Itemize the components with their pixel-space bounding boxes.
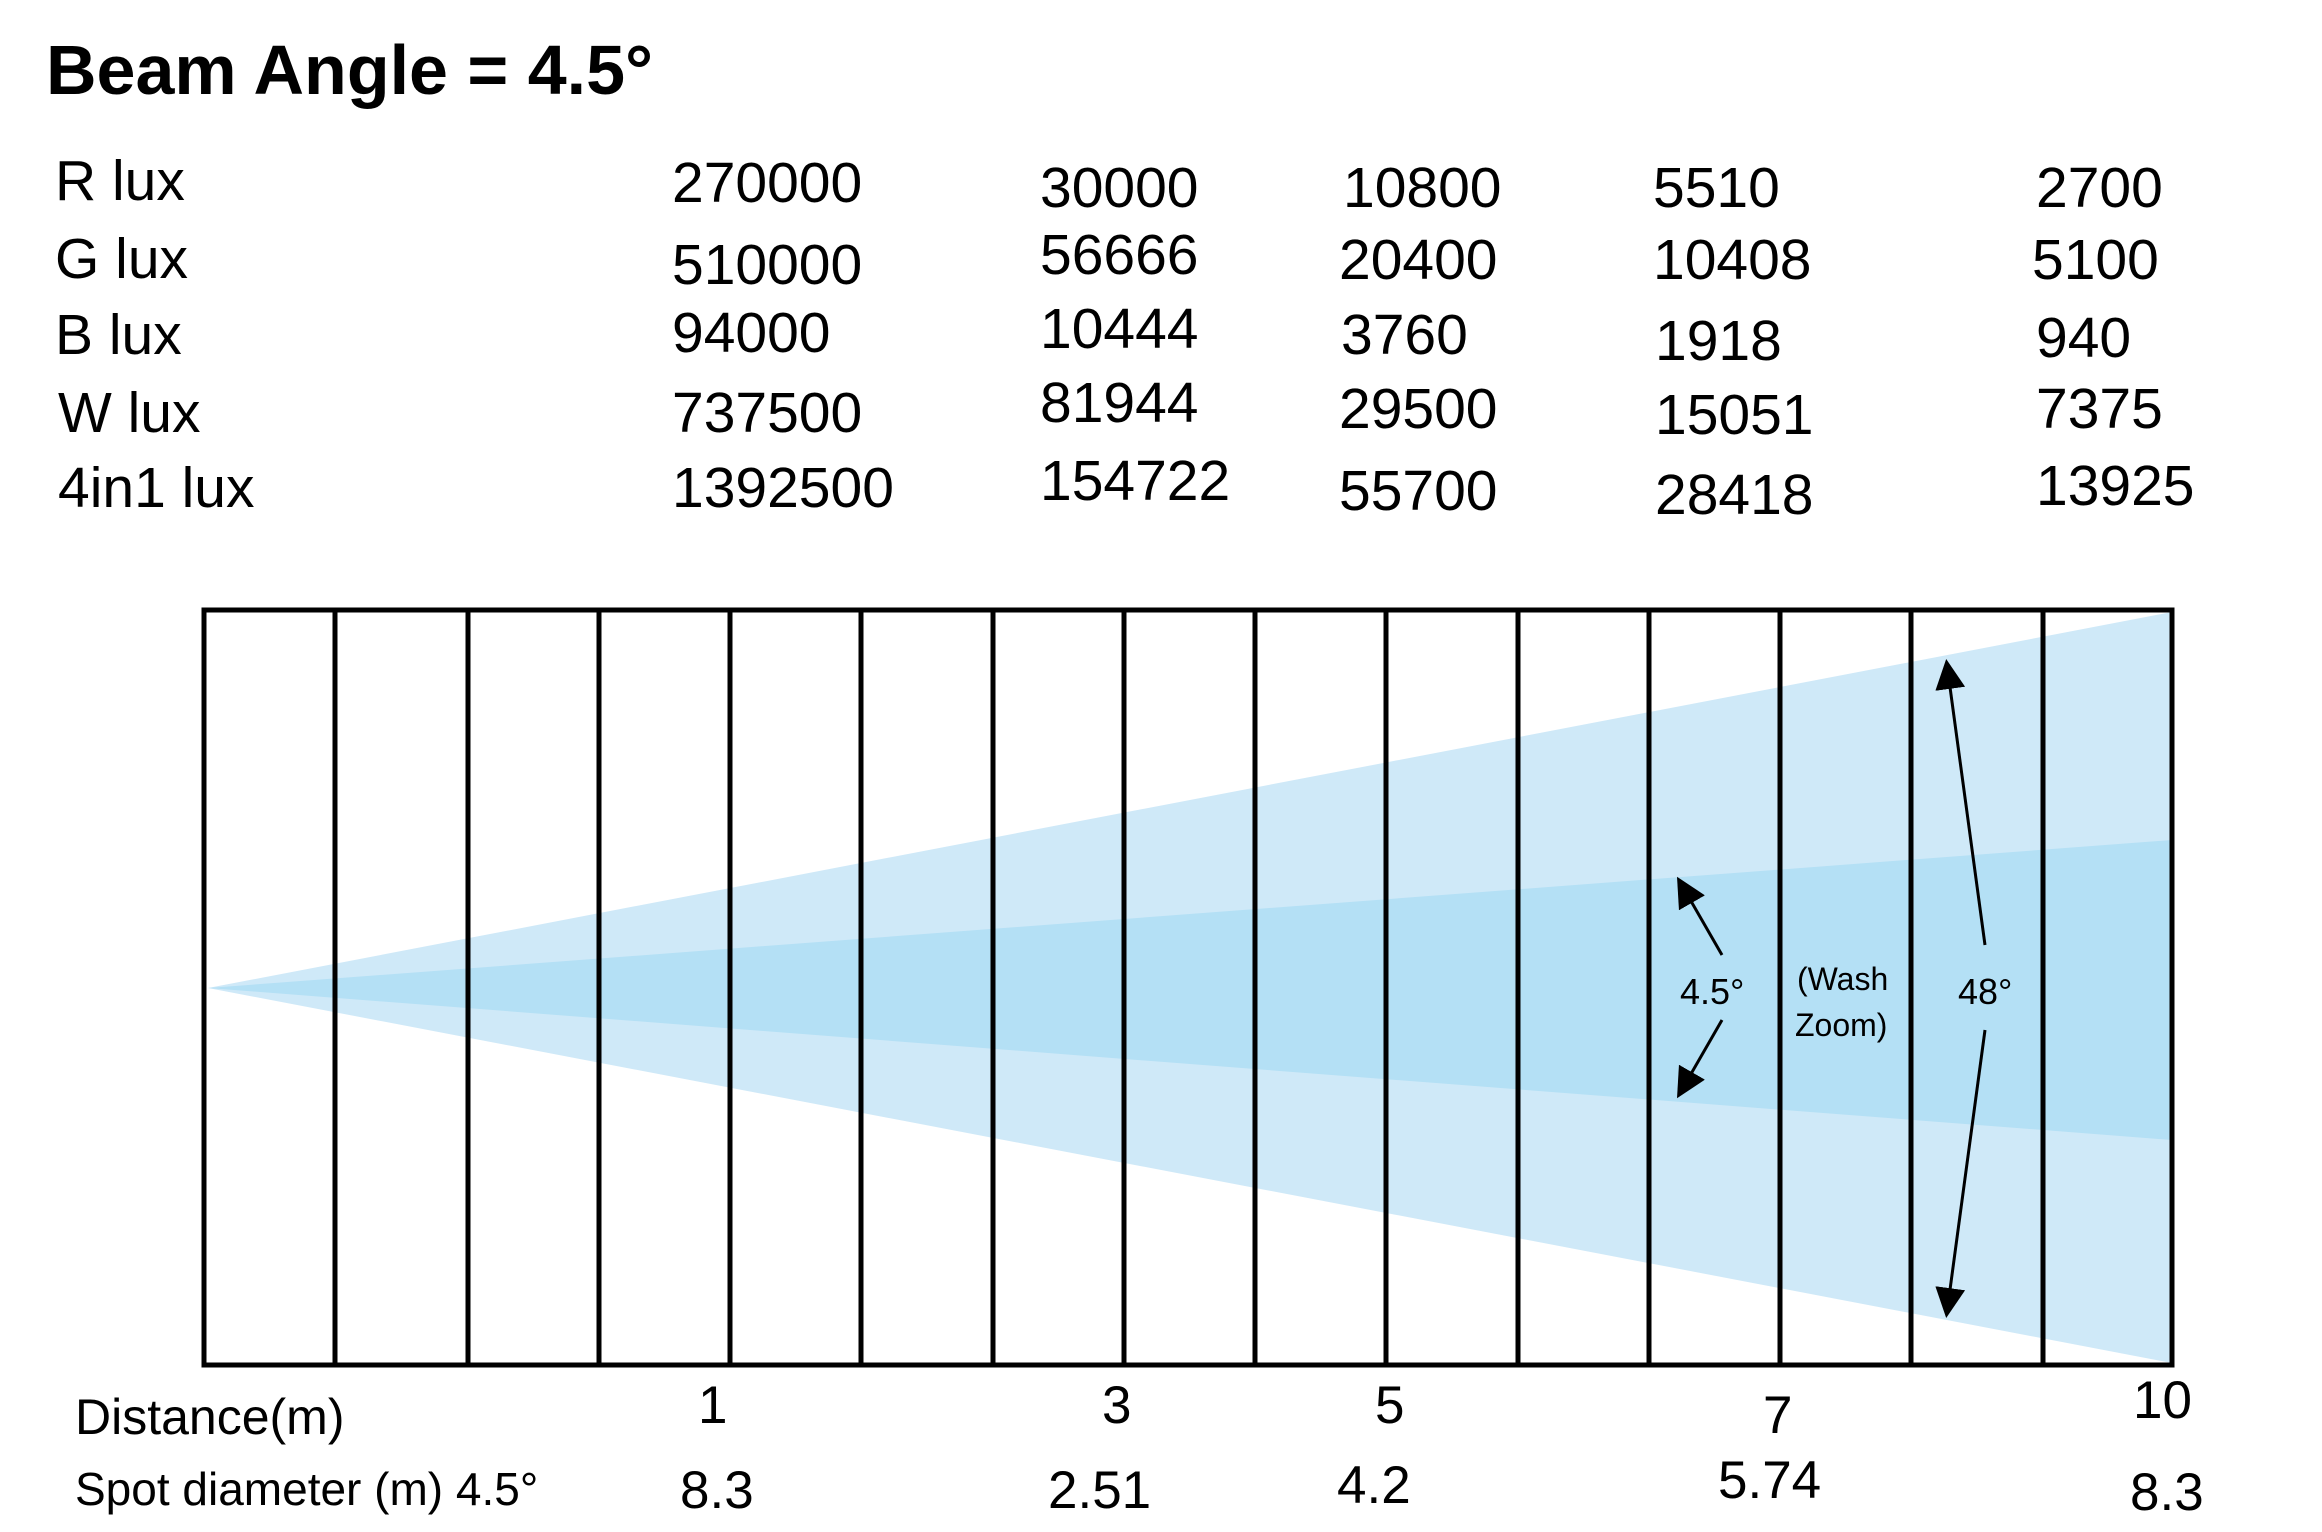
wash-angle-label: 48° xyxy=(1958,971,2012,1012)
lux-cell: 10444 xyxy=(1040,297,1199,361)
wash-label-line1: (Wash xyxy=(1797,961,1888,997)
grid-lines xyxy=(201,607,2175,1368)
lux-cell: 5510 xyxy=(1653,156,1780,220)
row-label-g: G lux xyxy=(55,227,189,291)
diameter-value: 4.2 xyxy=(1337,1456,1411,1515)
distance-value: 5 xyxy=(1375,1376,1405,1435)
diameter-label: Spot diameter (m) 4.5° xyxy=(75,1463,539,1515)
diameter-value: 8.3 xyxy=(2130,1463,2204,1522)
row-label-w: W lux xyxy=(58,381,201,445)
lux-cell: 20400 xyxy=(1339,228,1498,292)
wash-label-line2: Zoom) xyxy=(1795,1007,1887,1043)
row-label-b: B lux xyxy=(55,303,182,367)
lux-cell: 81944 xyxy=(1040,371,1199,435)
lux-cell: 13925 xyxy=(2036,454,2195,518)
row-label-4in1: 4in1 lux xyxy=(58,456,255,520)
lux-cell: 10408 xyxy=(1653,228,1812,292)
lux-cell: 94000 xyxy=(672,301,831,365)
lux-cell: 7375 xyxy=(2036,377,2163,441)
lux-cell: 30000 xyxy=(1040,156,1199,220)
distance-value: 7 xyxy=(1763,1386,1793,1445)
diameter-value: 5.74 xyxy=(1718,1451,1822,1510)
lux-cell: 270000 xyxy=(672,151,863,215)
spot-angle-label: 4.5° xyxy=(1680,971,1744,1012)
diagram-frame xyxy=(201,607,2175,1368)
lux-cell: 10800 xyxy=(1343,156,1502,220)
lux-cell: 510000 xyxy=(672,233,863,297)
lux-cell: 15051 xyxy=(1655,383,1814,447)
lux-cell: 55700 xyxy=(1339,459,1498,523)
row-label-r: R lux xyxy=(55,149,185,213)
diameter-value: 2.51 xyxy=(1048,1461,1152,1520)
wash-angle-arrows xyxy=(1935,659,1987,1318)
distance-value: 10 xyxy=(2133,1371,2192,1430)
lux-cell: 29500 xyxy=(1339,377,1498,441)
page-title: Beam Angle = 4.5° xyxy=(46,31,654,109)
distance-label: Distance(m) xyxy=(75,1389,345,1445)
lux-cell: 1392500 xyxy=(672,456,894,520)
lux-cell: 737500 xyxy=(672,381,863,445)
lux-cell: 1918 xyxy=(1655,309,1782,373)
lux-cell: 28418 xyxy=(1655,463,1814,527)
lux-cell: 2700 xyxy=(2036,156,2163,220)
lux-cell: 154722 xyxy=(1040,449,1231,513)
diameter-value: 8.3 xyxy=(680,1461,754,1520)
lux-cell: 5100 xyxy=(2032,228,2159,292)
distance-value: 3 xyxy=(1102,1376,1132,1435)
lux-cell: 940 xyxy=(2036,306,2132,370)
lux-cell: 56666 xyxy=(1040,223,1199,287)
lux-cell: 3760 xyxy=(1341,303,1468,367)
distance-value: 1 xyxy=(698,1376,728,1435)
spot-angle-arrows xyxy=(1677,876,1724,1099)
